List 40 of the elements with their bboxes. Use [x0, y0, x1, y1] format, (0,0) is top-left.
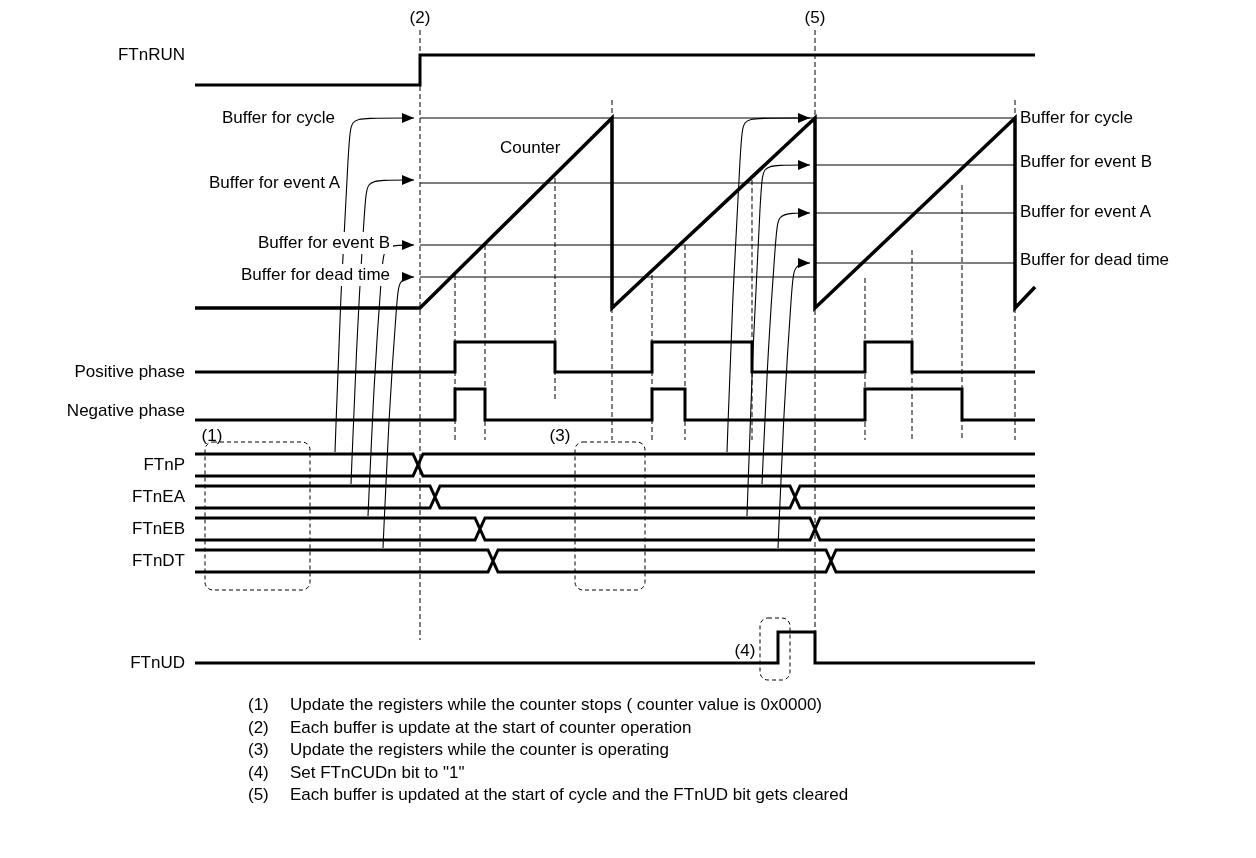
callout-number: (3): [549, 426, 571, 446]
buffer-label: Buffer for dead time: [241, 265, 390, 285]
buffer-label: Buffer for dead time: [1020, 250, 1169, 270]
signal-name: FTnEB: [132, 519, 185, 539]
note-number: (1): [248, 695, 269, 715]
buffer-label: Buffer for cycle: [221, 108, 335, 128]
note-number: (3): [248, 740, 269, 760]
note-text: Each buffer is update at the start of counter operation: [290, 717, 692, 738]
leader-arrow: [726, 113, 811, 453]
leader-arrow: [350, 175, 415, 485]
callout-number: (1): [201, 426, 223, 446]
leader-arrow: [334, 113, 415, 453]
callout-number: (5): [804, 8, 826, 28]
signal-name: FTnDT: [132, 551, 185, 571]
buffer-label: Buffer for event B: [1020, 152, 1152, 172]
note-number: (2): [248, 717, 269, 738]
note-text: Set FTnCUDn bit to "1": [290, 762, 465, 783]
note-text: Update the registers while the counter is operating: [290, 740, 669, 760]
note-number: (4): [248, 762, 269, 783]
callout-number: (2): [409, 8, 431, 28]
signal-name: FTnUD: [130, 653, 185, 673]
note-text: Update the registers while the counter stops ( counter value is 0x0000): [290, 695, 822, 715]
signal-name: Negative phase: [66, 401, 185, 421]
leader-arrow: [746, 160, 811, 517]
note-number: (5): [248, 785, 269, 805]
signal-name: FTnP: [143, 455, 185, 475]
buffer-label: Buffer for event A: [208, 173, 340, 193]
buffer-label: Buffer for event A: [1020, 202, 1152, 222]
leader-arrow: [761, 208, 811, 485]
signal-name: FTnEA: [132, 487, 185, 507]
note-text: Each buffer is updated at the start of cycle and the FTnUD bit gets cleared: [290, 785, 849, 805]
buffer-label: Buffer for cycle: [1020, 108, 1134, 128]
leader-arrow: [777, 258, 811, 549]
leader-arrow: [382, 272, 415, 549]
leader-arrow: [367, 240, 415, 517]
callout-number: (4): [734, 641, 756, 661]
signal-name: FTnRUN: [117, 45, 185, 65]
signal-name: Positive phase: [74, 362, 185, 382]
waveform-label: Counter: [500, 138, 561, 158]
buffer-label: Buffer for event B: [258, 233, 390, 253]
